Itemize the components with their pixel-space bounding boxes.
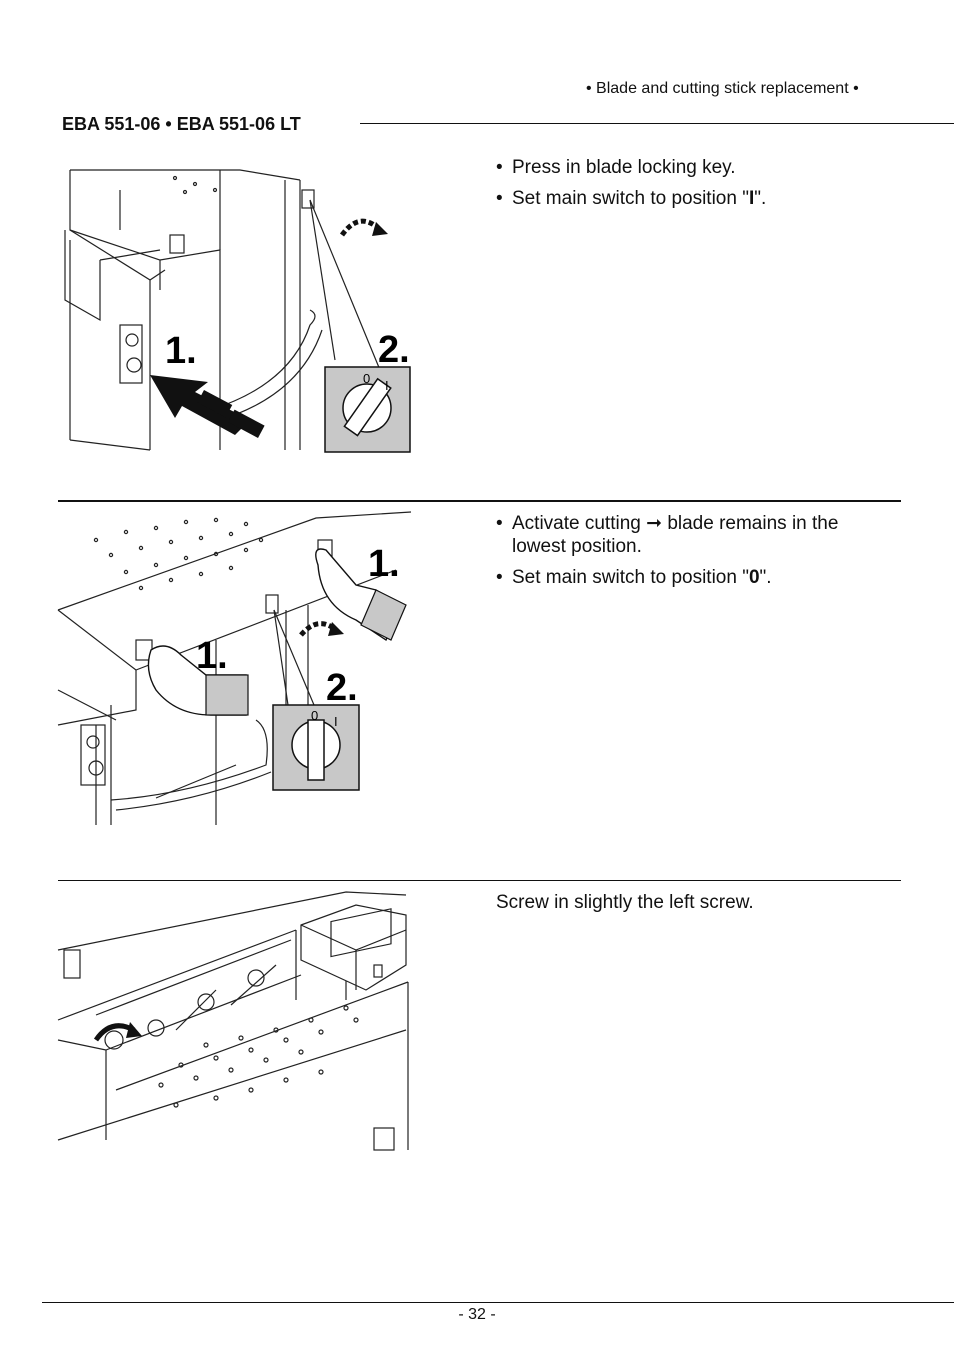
instruction-item: Activate cutting ➞ blade remains in the … xyxy=(496,512,876,558)
callout-label: 1. xyxy=(165,330,197,372)
callout-label: 1. xyxy=(368,543,400,585)
figure-blade-locking-key: 0 I 1. 2. xyxy=(60,150,420,470)
figure-screw-left xyxy=(56,890,416,1160)
section-divider xyxy=(58,880,901,881)
instruction-item: Set main switch to position "I". xyxy=(496,187,916,210)
switch-mark-i: I xyxy=(334,714,338,729)
callout-label: 1. xyxy=(196,635,228,677)
model-title: EBA 551-06 • EBA 551-06 LT xyxy=(62,114,301,134)
header-rule xyxy=(360,123,954,124)
figure-activate-cutting: 0 I 1. 1. 2. xyxy=(56,510,416,835)
step-3-instruction: Screw in slightly the left screw. xyxy=(496,892,754,913)
section-header: • Blade and cutting stick replacement • xyxy=(586,80,859,97)
machine-illustration-3 xyxy=(57,891,409,1151)
page-number: - 32 - xyxy=(458,1306,496,1323)
footer-rule xyxy=(42,1302,954,1303)
callout-label: 2. xyxy=(326,667,358,709)
section-divider xyxy=(58,500,901,502)
instruction-item: Set main switch to position "0". xyxy=(496,566,876,589)
switch-mark-i: I xyxy=(385,378,389,393)
instruction-item: Press in blade locking key. xyxy=(496,156,916,179)
step-1-instructions: Press in blade locking key. Set main swi… xyxy=(496,156,916,218)
step-2-instructions: Activate cutting ➞ blade remains in the … xyxy=(496,512,876,597)
switch-mark-0: 0 xyxy=(311,708,318,723)
callout-label: 2. xyxy=(378,329,410,371)
switch-mark-0: 0 xyxy=(363,371,370,386)
machine-illustration-1: 0 I 1. 2. xyxy=(64,169,411,453)
machine-illustration-2: 0 I 1. 1. 2. xyxy=(57,511,412,825)
